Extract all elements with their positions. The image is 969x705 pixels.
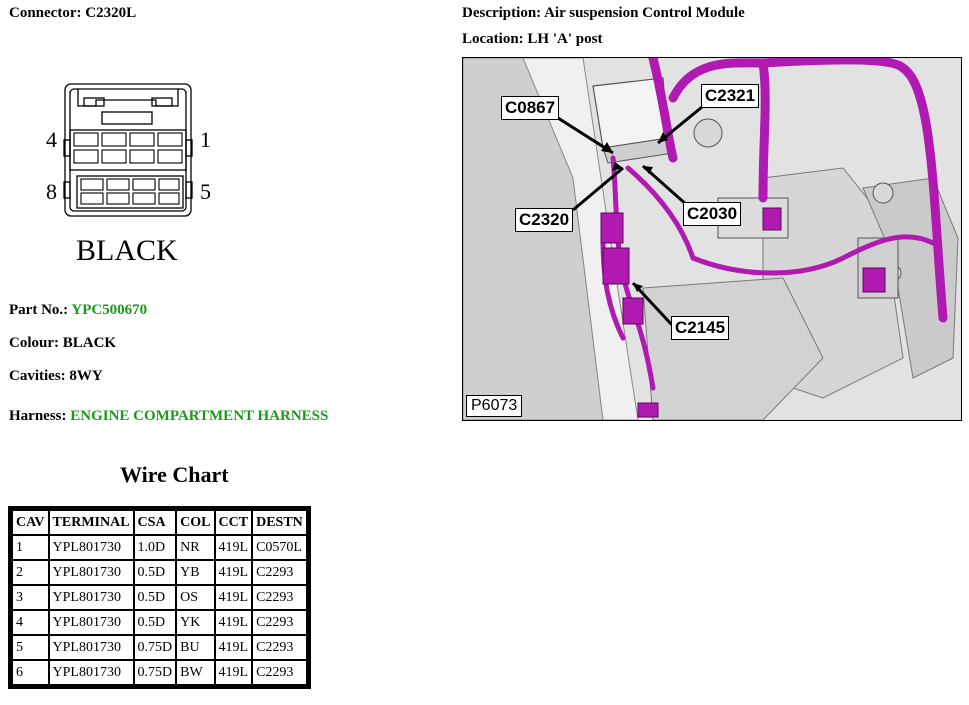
cell-cav: 4 bbox=[13, 611, 48, 634]
cell-terminal: YPL801730 bbox=[49, 611, 133, 634]
description-value: Air suspension Control Module bbox=[544, 5, 745, 21]
cell-cav: 1 bbox=[13, 536, 48, 559]
location-value: LH 'A' post bbox=[527, 31, 603, 47]
header-terminal: TERMINAL bbox=[49, 511, 133, 534]
cell-cct: 419L bbox=[215, 661, 252, 684]
connector-face-drawing: 4 1 8 5 BLACK bbox=[46, 83, 211, 267]
description-line: Description: Air suspension Control Modu… bbox=[462, 5, 745, 22]
callout-c2320: C2320 bbox=[515, 208, 574, 232]
cell-cct: 419L bbox=[215, 611, 252, 634]
pin-label-1: 1 bbox=[200, 127, 211, 152]
photo-reference: P6073 bbox=[466, 395, 523, 417]
cell-csa: 0.5D bbox=[134, 586, 176, 609]
cell-destn: C2293 bbox=[253, 586, 306, 609]
location-line: Location: LH 'A' post bbox=[462, 31, 602, 48]
cell-col: OS bbox=[177, 586, 214, 609]
cavities-label: Cavities: bbox=[9, 368, 66, 384]
table-row: 1 YPL801730 1.0D NR 419L C0570L bbox=[13, 536, 306, 559]
cell-cav: 5 bbox=[13, 636, 48, 659]
wire-chart-title: Wire Chart bbox=[120, 462, 229, 487]
cell-cct: 419L bbox=[215, 586, 252, 609]
cell-terminal: YPL801730 bbox=[49, 636, 133, 659]
cell-destn: C2293 bbox=[253, 636, 306, 659]
connector-value: C2320L bbox=[85, 5, 137, 21]
cell-csa: 0.75D bbox=[134, 661, 176, 684]
part-no-value: YPC500670 bbox=[71, 302, 148, 318]
harness-label: Harness: bbox=[9, 408, 67, 424]
wire-chart-table: CAV TERMINAL CSA COL CCT DESTN 1 YPL8017… bbox=[8, 506, 311, 689]
header-csa: CSA bbox=[134, 511, 176, 534]
cell-terminal: YPL801730 bbox=[49, 661, 133, 684]
cavities-value: 8WY bbox=[69, 368, 103, 384]
cell-cav: 6 bbox=[13, 661, 48, 684]
header-destn: DESTN bbox=[253, 511, 306, 534]
cell-terminal: YPL801730 bbox=[49, 586, 133, 609]
harness-value: ENGINE COMPARTMENT HARNESS bbox=[70, 408, 329, 424]
pin-label-4: 4 bbox=[46, 127, 57, 152]
connector-label: Connector: bbox=[9, 5, 82, 21]
connector-colour-text: BLACK bbox=[76, 234, 178, 267]
callout-c2145: C2145 bbox=[671, 316, 730, 340]
location-label: Location: bbox=[462, 31, 524, 47]
cavities-line: Cavities: 8WY bbox=[9, 368, 103, 385]
part-no-line: Part No.: YPC500670 bbox=[9, 302, 147, 319]
cell-destn: C2293 bbox=[253, 611, 306, 634]
cell-col: BW bbox=[177, 661, 214, 684]
cell-csa: 0.75D bbox=[134, 636, 176, 659]
table-row: 5 YPL801730 0.75D BU 419L C2293 bbox=[13, 636, 306, 659]
cell-col: YB bbox=[177, 561, 214, 584]
harness-line: Harness: ENGINE COMPARTMENT HARNESS bbox=[9, 408, 328, 425]
cell-col: YK bbox=[177, 611, 214, 634]
cell-destn: C2293 bbox=[253, 661, 306, 684]
cell-cav: 2 bbox=[13, 561, 48, 584]
cell-terminal: YPL801730 bbox=[49, 561, 133, 584]
cell-cav: 3 bbox=[13, 586, 48, 609]
cell-destn: C0570L bbox=[253, 536, 306, 559]
cell-col: NR bbox=[177, 536, 214, 559]
part-no-label: Part No.: bbox=[9, 302, 69, 318]
table-row: 4 YPL801730 0.5D YK 419L C2293 bbox=[13, 611, 306, 634]
cell-csa: 0.5D bbox=[134, 561, 176, 584]
table-row: 2 YPL801730 0.5D YB 419L C2293 bbox=[13, 561, 306, 584]
cell-terminal: YPL801730 bbox=[49, 536, 133, 559]
table-row: 3 YPL801730 0.5D OS 419L C2293 bbox=[13, 586, 306, 609]
cell-cct: 419L bbox=[215, 536, 252, 559]
connector-line: Connector: C2320L bbox=[9, 5, 136, 22]
description-label: Description: bbox=[462, 5, 542, 21]
pin-label-8: 8 bbox=[46, 179, 57, 204]
table-header-row: CAV TERMINAL CSA COL CCT DESTN bbox=[13, 511, 306, 534]
cell-csa: 1.0D bbox=[134, 536, 176, 559]
pin-label-5: 5 bbox=[200, 179, 211, 204]
cell-cct: 419L bbox=[215, 636, 252, 659]
connector-diagram: 4 1 8 5 BLACK bbox=[44, 78, 224, 268]
colour-line: Colour: BLACK bbox=[9, 335, 116, 352]
colour-value: BLACK bbox=[62, 335, 117, 351]
cell-destn: C2293 bbox=[253, 561, 306, 584]
location-illustration: C0867 C2321 C2320 C2030 C2145 P6073 bbox=[462, 57, 962, 421]
table-row: 6 YPL801730 0.75D BW 419L C2293 bbox=[13, 661, 306, 684]
header-col: COL bbox=[177, 511, 214, 534]
callout-c2321: C2321 bbox=[701, 84, 760, 108]
vehicle-a-post-drawing bbox=[463, 58, 961, 420]
header-cav: CAV bbox=[13, 511, 48, 534]
cell-csa: 0.5D bbox=[134, 611, 176, 634]
cell-col: BU bbox=[177, 636, 214, 659]
cell-cct: 419L bbox=[215, 561, 252, 584]
callout-c2030: C2030 bbox=[683, 202, 742, 226]
colour-label: Colour: bbox=[9, 335, 59, 351]
header-cct: CCT bbox=[215, 511, 252, 534]
callout-c0867: C0867 bbox=[501, 96, 560, 120]
